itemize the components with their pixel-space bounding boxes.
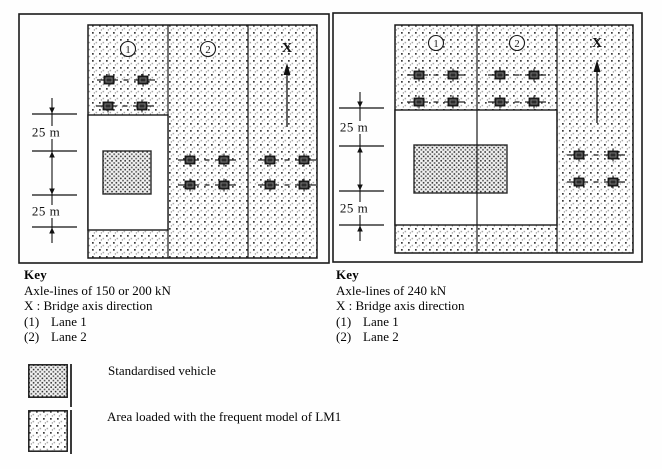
legend-vehicle-label: Standardised vehicle [108, 363, 216, 378]
key-lane2-line: (2) Lane 2 [336, 329, 465, 345]
lane-2-number: 2 [205, 45, 210, 56]
legend-swatch-lm1 [28, 410, 68, 452]
key-lane2-line: (2) Lane 2 [24, 329, 171, 345]
dim-label-lower: 25 m [32, 204, 60, 219]
lane-1-badge: 1 [427, 34, 445, 52]
key-axle-line: Axle-lines of 240 kN [336, 282, 447, 298]
key-lane2-label: Lane 2 [363, 329, 399, 345]
key-axis-line: X : Bridge axis direction [336, 298, 465, 314]
lane-2-number: 2 [514, 39, 519, 50]
standardised-vehicle [102, 150, 152, 195]
left-figure: 1 2 X 25 m 25 m [18, 13, 330, 264]
legend-lm1-label: Area loaded with the frequent model of L… [107, 409, 342, 424]
key-axis-line: X : Bridge axis direction [24, 298, 153, 314]
bridge-axis-arrow-icon [593, 60, 601, 123]
dimension-markers: 25 m 25 m [334, 92, 384, 241]
key-lane1-num: (1) [336, 313, 352, 329]
bridge-axis-label: X [282, 41, 292, 56]
dim-label-upper: 25 m [32, 125, 60, 140]
key-lane1-line: (1) Lane 1 [336, 314, 465, 330]
lane-1-number: 1 [433, 39, 438, 50]
legend-divider [70, 364, 72, 407]
dimension-markers: 25 m 25 m [26, 98, 77, 243]
key-title: Key [24, 267, 47, 282]
bridge-axis-label: X [592, 36, 602, 51]
right-figure: 1 2 X 25 m 25 m [332, 12, 643, 263]
legend-swatch-vehicle [28, 364, 68, 398]
lane-2-badge: 2 [508, 34, 526, 52]
key-lane1-label: Lane 1 [51, 313, 87, 329]
key-lane1-line: (1) Lane 1 [24, 314, 171, 330]
key-lane2-num: (2) [336, 329, 352, 345]
lane-1-number: 1 [125, 45, 130, 56]
lane-2-badge: 2 [199, 40, 217, 58]
key-right: Key Axle-lines of 240 kN X : Bridge axis… [336, 267, 465, 345]
outer-frame [332, 12, 643, 263]
key-axle-line: Axle-lines of 150 or 200 kN [24, 282, 171, 298]
outer-frame [18, 13, 330, 264]
legend-divider [70, 410, 72, 454]
key-left: Key Axle-lines of 150 or 200 kN X : Brid… [24, 267, 171, 345]
dim-label-lower: 25 m [340, 201, 368, 216]
key-lane1-num: (1) [24, 313, 40, 329]
key-lane2-label: Lane 2 [51, 329, 87, 345]
bridge-axis-arrow-icon [283, 63, 291, 127]
standardised-vehicle [413, 144, 508, 194]
dim-label-upper: 25 m [340, 120, 368, 135]
key-lane1-label: Lane 1 [363, 313, 399, 329]
lane-1-badge: 1 [119, 40, 137, 58]
key-title: Key [336, 267, 359, 282]
key-lane2-num: (2) [24, 329, 40, 345]
